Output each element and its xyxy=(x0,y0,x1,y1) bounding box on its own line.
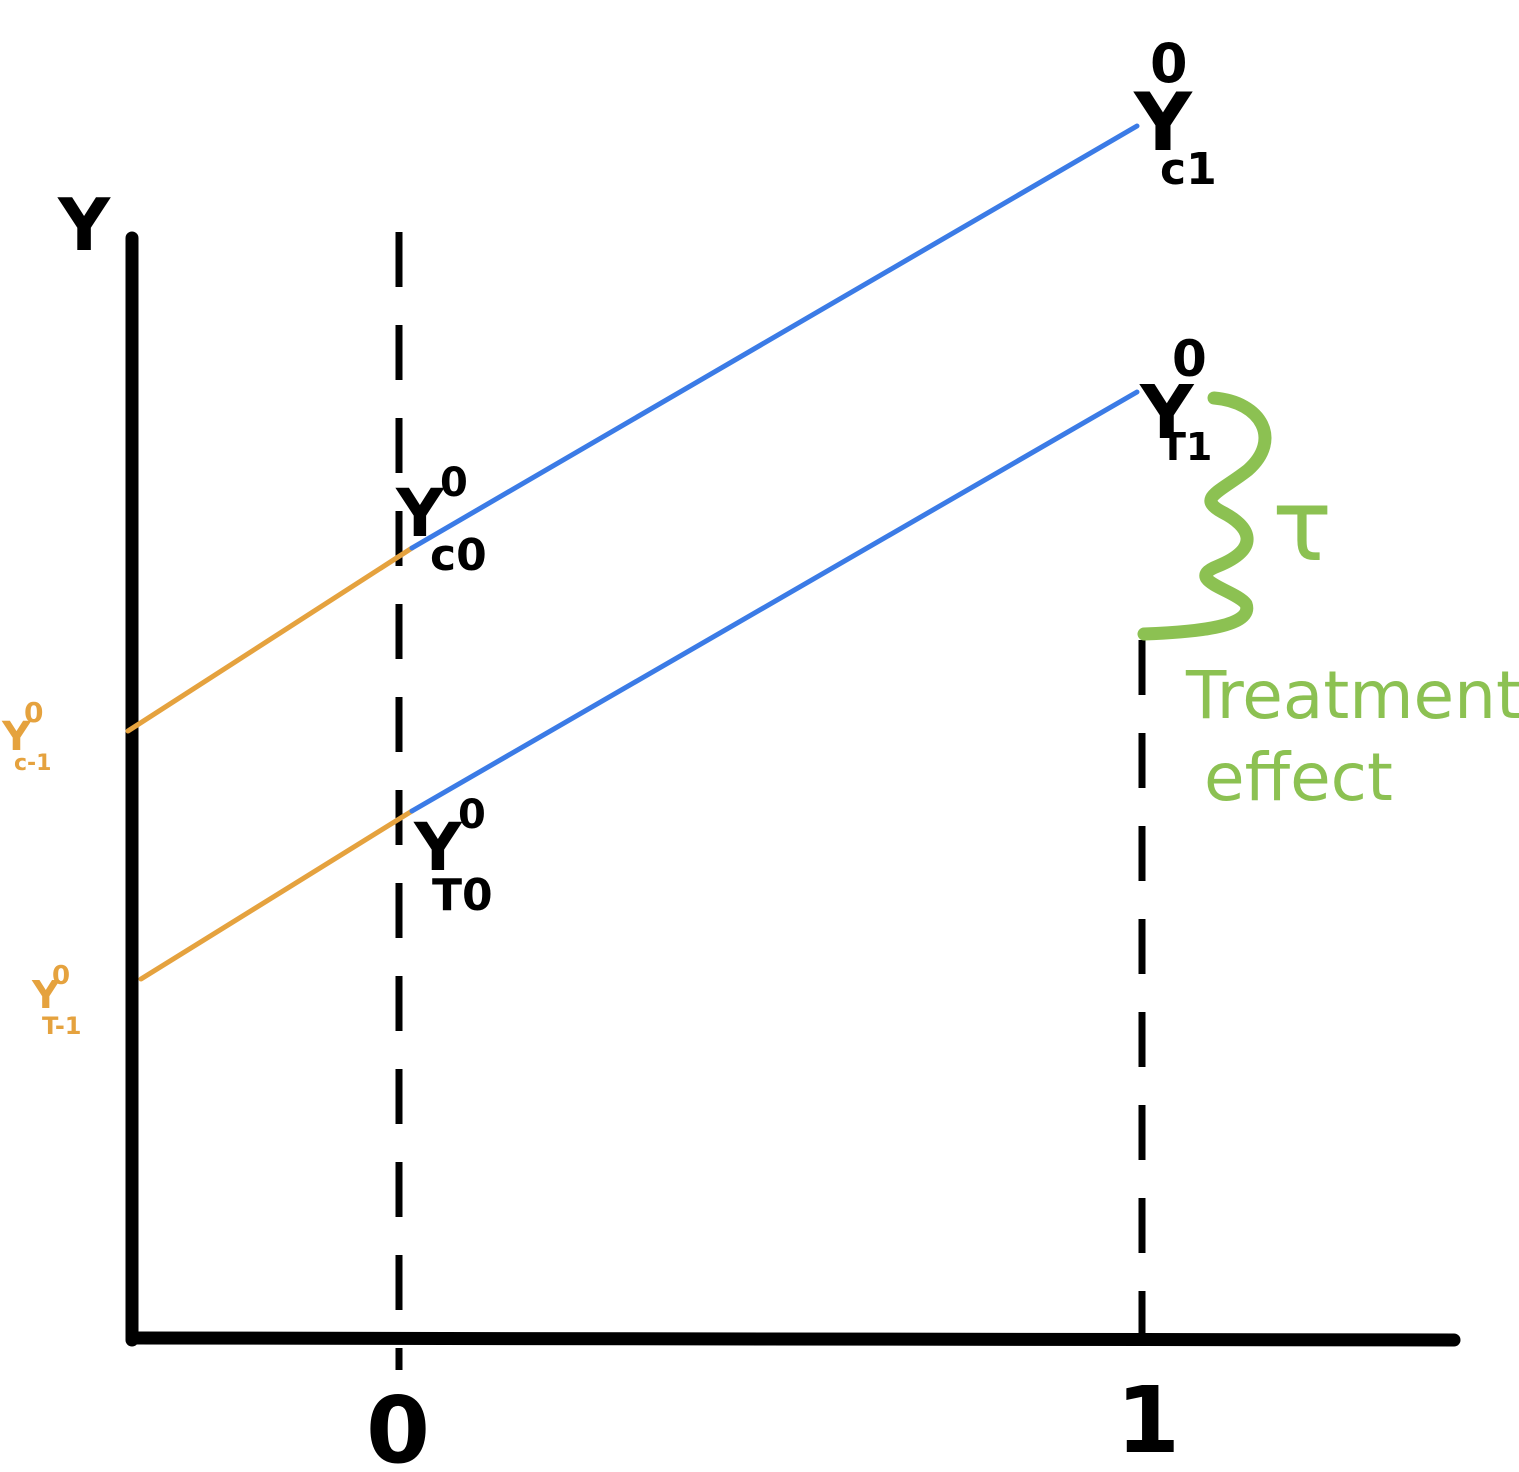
control-t0-label: Y 0 c0 xyxy=(395,460,487,581)
tau-symbol: τ xyxy=(1272,467,1332,584)
x-axis xyxy=(125,1331,1461,1347)
control-pre-period-line xyxy=(125,545,415,734)
treated-pre-label-main: Y xyxy=(31,973,60,1017)
treated-t1-label-sub: T1 xyxy=(1160,425,1212,469)
treated-t1-label-main: Y xyxy=(1139,370,1195,456)
treatment-effect-line2: effect xyxy=(1204,739,1393,816)
x-tick-1: 1 xyxy=(1116,1367,1180,1472)
treated-post-period-line xyxy=(409,389,1140,814)
control-t0-label-main: Y xyxy=(395,475,445,552)
treated-t0-label-main: Y xyxy=(413,809,463,886)
control-t1-label-main: Y xyxy=(1133,76,1193,169)
control-pre-label-sub: c-1 xyxy=(14,751,51,776)
treated-pre-label: Y 0 T-1 xyxy=(31,961,82,1040)
control-t1-label: Y 0 c1 xyxy=(1133,32,1217,195)
control-pre-label: Y 0 c-1 xyxy=(1,696,51,776)
treated-t0-label: Y 0 T0 xyxy=(413,792,493,921)
treated-t0-label-sup: 0 xyxy=(458,792,486,838)
treated-pre-label-sub: T-1 xyxy=(42,1012,82,1040)
treatment-effect-line1: Treatment xyxy=(1185,657,1519,734)
control-post-period-line xyxy=(409,123,1140,551)
treated-t0-label-sub: T0 xyxy=(432,870,493,921)
control-t0-label-sub: c0 xyxy=(430,530,487,581)
treated-pre-period-line xyxy=(138,808,415,982)
control-t1-label-sup: 0 xyxy=(1150,32,1188,95)
treated-t1-label: Y 0 T1 xyxy=(1139,330,1212,469)
treatment-effect-brace xyxy=(1137,391,1272,641)
y-axis-label: Y xyxy=(57,183,111,267)
control-t1-label-sub: c1 xyxy=(1160,144,1217,195)
treated-t1-label-sup: 0 xyxy=(1172,330,1207,388)
control-t0-label-sup: 0 xyxy=(440,460,468,506)
x-tick-0: 0 xyxy=(366,1377,430,1472)
control-pre-label-sup: 0 xyxy=(24,696,43,729)
treated-pre-label-sup: 0 xyxy=(52,961,70,991)
control-pre-label-main: Y xyxy=(1,714,32,760)
